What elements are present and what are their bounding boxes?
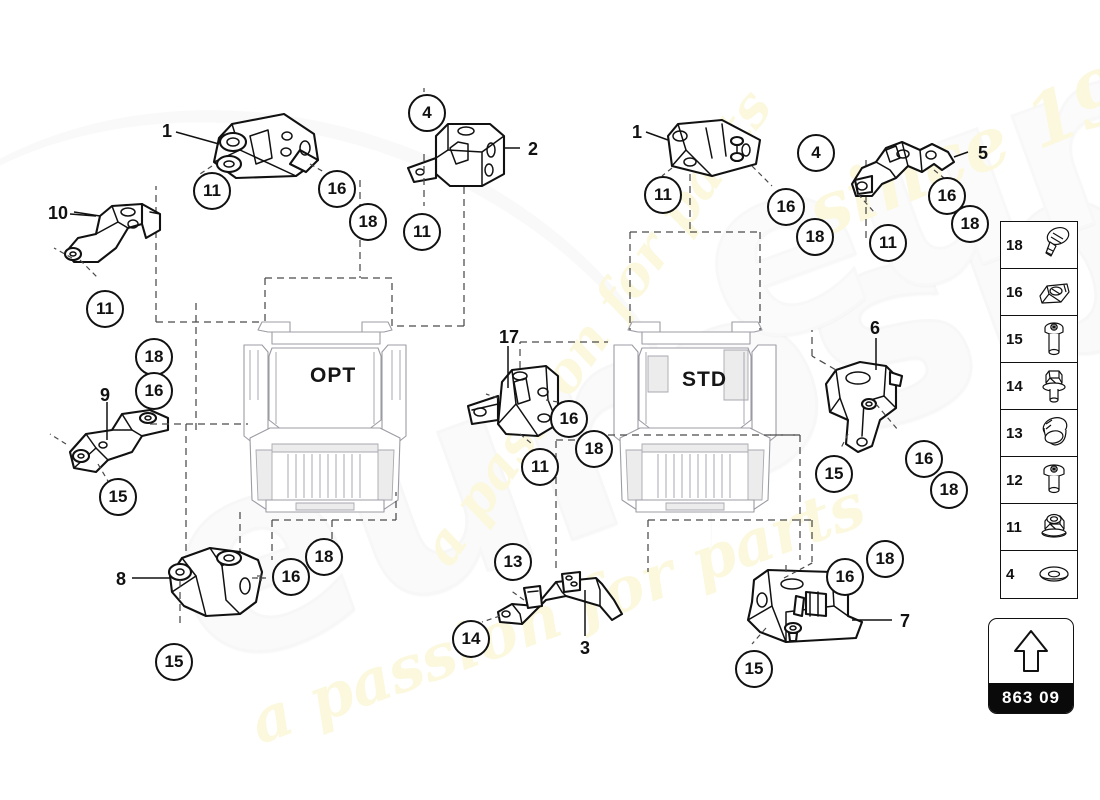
part-1-bracket-left (175, 112, 325, 180)
callout-15[interactable]: 15 (155, 643, 193, 681)
callout-16[interactable]: 16 (135, 372, 173, 410)
callout-16[interactable]: 16 (318, 170, 356, 208)
callout-18[interactable]: 18 (135, 338, 173, 376)
legend-row[interactable]: 15 (1001, 316, 1077, 363)
spring-clip-nut-icon (1031, 269, 1077, 315)
part-17-boss-bracket (466, 341, 608, 445)
part-3-cross-member (481, 570, 624, 636)
legend-row[interactable]: 14 (1001, 363, 1077, 410)
callout-18[interactable]: 18 (930, 471, 968, 509)
callout-16[interactable]: 16 (550, 400, 588, 438)
ghost-seat-std (613, 321, 777, 513)
reference-code-box[interactable]: 863 09 (988, 618, 1074, 714)
callout-13[interactable]: 13 (494, 543, 532, 581)
part-6-cover-bracket (811, 330, 904, 454)
part-label-1-left: 1 (162, 121, 173, 141)
legend-row[interactable]: 12 (1001, 457, 1077, 504)
group-label-std: STD (682, 368, 727, 391)
torx-pan-bolt-icon (1031, 457, 1077, 503)
torx-pan-bolt-icon (1031, 316, 1077, 362)
callout-11[interactable]: 11 (403, 213, 441, 251)
legend-item-number: 15 (1006, 330, 1023, 348)
part-2-hinge-block (406, 88, 520, 206)
part-label-1-right: 1 (632, 122, 643, 142)
legend-item-number: 12 (1006, 471, 1023, 489)
callout-15[interactable]: 15 (815, 455, 853, 493)
callout-18[interactable]: 18 (575, 430, 613, 468)
ghost-seat-opt (243, 321, 407, 513)
shoulder-bolt-icon (1031, 222, 1077, 268)
callout-15[interactable]: 15 (99, 478, 137, 516)
callout-18[interactable]: 18 (796, 218, 834, 256)
callout-16[interactable]: 16 (905, 440, 943, 478)
flange-lock-nut-icon (1031, 504, 1077, 550)
legend-item-number: 18 (1006, 236, 1023, 254)
part-7-rail-mount (746, 560, 892, 645)
part-1-bracket-right (645, 118, 773, 187)
part-10-arm-bracket (53, 202, 162, 279)
part-9-offset-bracket (49, 402, 186, 489)
legend-item-number: 16 (1006, 283, 1023, 301)
part-label-9: 9 (100, 385, 111, 405)
rubber-grommet-icon (1031, 410, 1077, 456)
part-label-3: 3 (580, 638, 591, 658)
callout-4[interactable]: 4 (797, 134, 835, 172)
legend-row[interactable]: 4 (1001, 551, 1077, 598)
legend-item-number: 14 (1006, 377, 1023, 395)
part-label-8: 8 (116, 569, 127, 589)
callout-4[interactable]: 4 (408, 94, 446, 132)
callout-11[interactable]: 11 (521, 448, 559, 486)
callout-18[interactable]: 18 (305, 538, 343, 576)
part-5-latch-assembly (850, 140, 969, 213)
legend-row[interactable]: 13 (1001, 410, 1077, 457)
part-label-17: 17 (499, 327, 520, 347)
part-label-6: 6 (870, 318, 881, 338)
fastener-legend: 18 16 (1000, 221, 1078, 599)
legend-item-number: 11 (1006, 518, 1022, 536)
callout-15[interactable]: 15 (735, 650, 773, 688)
part-label-10: 10 (48, 203, 69, 223)
callout-18[interactable]: 18 (866, 540, 904, 578)
callout-18[interactable]: 18 (951, 205, 989, 243)
callout-16[interactable]: 16 (767, 188, 805, 226)
hex-flange-bolt-icon (1031, 363, 1077, 409)
legend-row[interactable]: 11 (1001, 504, 1077, 551)
callout-11[interactable]: 11 (86, 290, 124, 328)
callout-14[interactable]: 14 (452, 620, 490, 658)
legend-row[interactable]: 16 (1001, 269, 1077, 316)
flat-washer-icon (1031, 551, 1077, 598)
legend-item-number: 4 (1006, 566, 1015, 583)
group-label-opt: OPT (310, 364, 357, 387)
callout-18[interactable]: 18 (349, 203, 387, 241)
legend-row[interactable]: 18 (1001, 222, 1077, 269)
label-leader-lines (69, 213, 97, 217)
reference-code-text: 863 09 (989, 683, 1073, 713)
legend-item-number: 13 (1006, 424, 1023, 442)
callout-11[interactable]: 11 (644, 176, 682, 214)
callout-16[interactable]: 16 (826, 558, 864, 596)
part-label-5: 5 (978, 143, 989, 163)
callout-16[interactable]: 16 (928, 177, 966, 215)
part-label-7: 7 (900, 611, 911, 631)
callout-11[interactable]: 11 (869, 224, 907, 262)
part-label-2: 2 (528, 139, 539, 159)
part-8-anchor-bracket (132, 546, 266, 626)
callout-16[interactable]: 16 (272, 558, 310, 596)
up-arrow-icon (989, 619, 1073, 683)
callout-11[interactable]: 11 (193, 172, 231, 210)
